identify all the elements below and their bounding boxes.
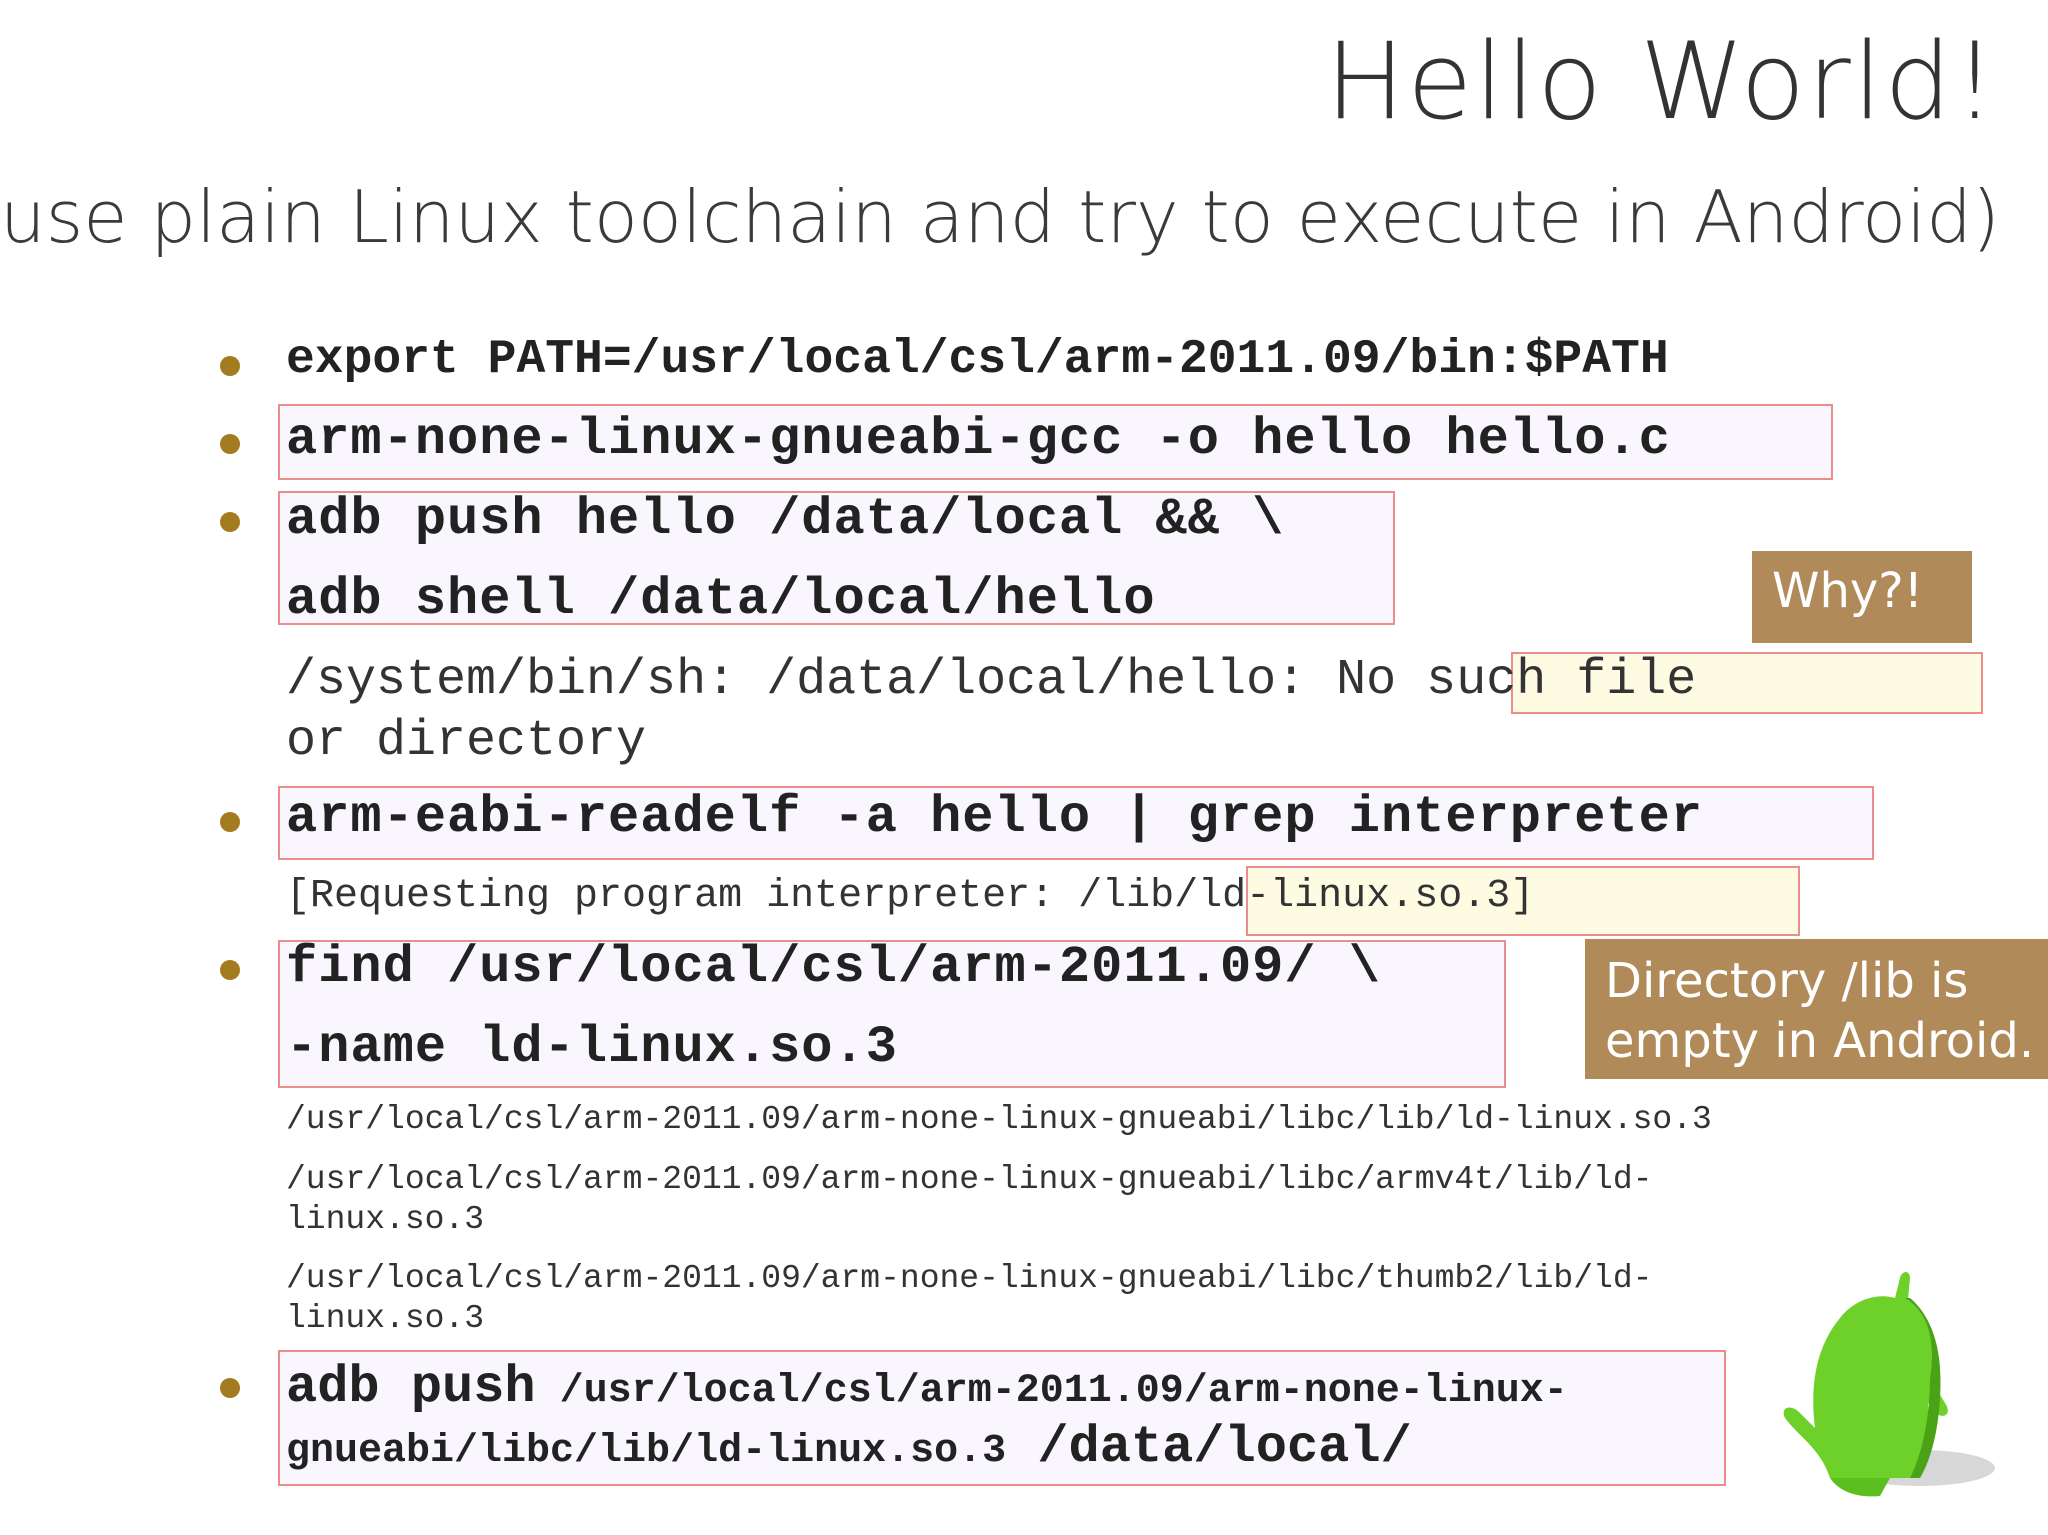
interpreter-path: /lib/ld-linux.so.3 (1078, 874, 1511, 919)
readelf-command-box (278, 786, 1874, 860)
find-result-2: /usr/local/csl/arm-2011.09/arm-none-linu… (286, 1160, 1652, 1240)
adb-push-command: adb push hello /data/local && \ (286, 490, 1285, 549)
find-command: find /usr/local/csl/arm-2011.09/ \ (286, 938, 1381, 997)
find-result-1: /usr/local/csl/arm-2011.09/arm-none-linu… (286, 1101, 1712, 1138)
slide-subtitle: (use plain Linux toolchain and try to ex… (0, 175, 2000, 259)
bullet-dot (220, 960, 240, 980)
find-name-arg: -name ld-linux.so.3 (286, 1018, 898, 1077)
interpreter-suffix: ] (1510, 874, 1535, 919)
error-prefix: /system/bin/sh: /data/local/hello: (286, 652, 1337, 709)
export-path-command: export PATH=/usr/local/csl/arm-2011.09/b… (286, 333, 1669, 387)
adb-push-keyword: adb push (286, 1358, 536, 1417)
error-highlight-box (1511, 652, 1983, 714)
bullet-dot (220, 1378, 240, 1398)
bullet-dot (220, 812, 240, 832)
adb-push-lib-box (278, 1350, 1726, 1486)
find-result-2-line-2: linux.so.3 (286, 1201, 485, 1238)
bullet-dot (220, 512, 240, 532)
bullet-dot (220, 356, 240, 376)
interpreter-prefix: [Requesting program interpreter: (286, 874, 1079, 919)
lib-empty-note: Directory /lib is empty in Android. (1585, 939, 2048, 1079)
push-source-path-1: /usr/local/csl/arm-2011.09/arm-none-linu… (535, 1369, 1568, 1414)
find-result-3-line-1: /usr/local/csl/arm-2011.09/arm-none-linu… (286, 1260, 1653, 1297)
adb-command-box (278, 491, 1395, 625)
interpreter-highlight-box (1246, 866, 1800, 936)
error-output-line-2: or directory (286, 713, 647, 770)
lib-empty-note-line-2: empty in Android. (1605, 1013, 2035, 1069)
lib-empty-note-line-1: Directory /lib is (1605, 953, 1969, 1009)
gcc-command-box (278, 404, 1833, 480)
interpreter-output-line: [Requesting program interpreter: /lib/ld… (286, 874, 1534, 919)
find-result-3-line-2: linux.so.3 (286, 1300, 485, 1337)
gcc-command: arm-none-linux-gnueabi-gcc -o hello hell… (286, 410, 1671, 469)
bullet-dot (220, 434, 240, 454)
push-destination: /data/local/ (1006, 1418, 1412, 1477)
error-output-line: /system/bin/sh: /data/local/hello: No su… (286, 652, 1696, 709)
android-mascot-illustration (1783, 1272, 1995, 1497)
adb-push-lib-line-1: adb push /usr/local/csl/arm-2011.09/arm-… (286, 1358, 1568, 1417)
adb-shell-command: adb shell /data/local/hello (286, 570, 1156, 629)
slide-title: Hello World! (1325, 20, 1998, 143)
find-result-3: /usr/local/csl/arm-2011.09/arm-none-linu… (286, 1259, 1652, 1339)
find-command-box (278, 940, 1506, 1088)
push-source-path-2: gnueabi/libc/lib/ld-linux.so.3 (286, 1429, 1007, 1474)
why-note-text: Why?! (1772, 563, 1924, 619)
find-result-2-line-1: /usr/local/csl/arm-2011.09/arm-none-linu… (286, 1161, 1653, 1198)
adb-push-lib-line-2: gnueabi/libc/lib/ld-linux.so.3 /data/loc… (286, 1418, 1412, 1477)
error-highlight: No such file (1336, 652, 1697, 709)
why-note: Why?! (1752, 551, 1972, 643)
readelf-command: arm-eabi-readelf -a hello | grep interpr… (286, 788, 1704, 847)
